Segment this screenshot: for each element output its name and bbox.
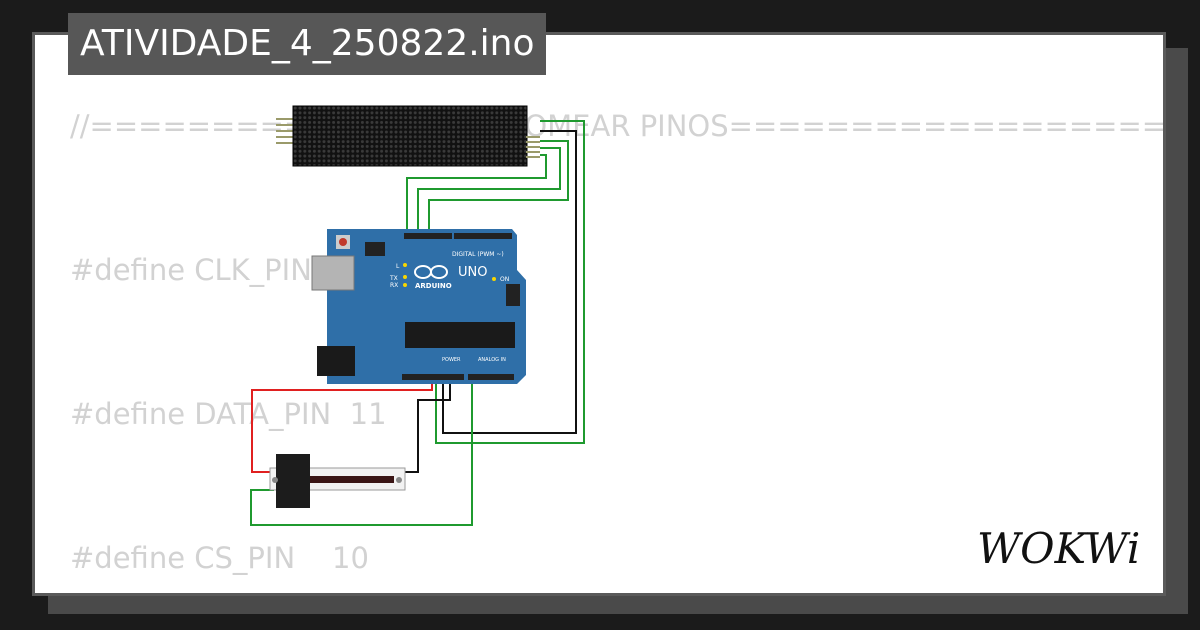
- power-header-label: POWER: [442, 357, 461, 363]
- power-jack: [317, 346, 355, 376]
- led-matrix[interactable]: [276, 105, 540, 167]
- wire-clk: [406, 154, 547, 238]
- matrix-pins-right: [526, 136, 540, 158]
- code-line-cs: #define CS_PIN 10: [70, 541, 369, 575]
- arduino-infinity-icon: [414, 265, 448, 279]
- atmega-chip: [405, 322, 515, 348]
- wire-gnd-matrix: [442, 130, 577, 434]
- rx-label: RX: [390, 282, 398, 289]
- wire-pot-gnd: [400, 382, 451, 473]
- on-label: ON: [500, 276, 509, 283]
- slide-potentiometer[interactable]: [269, 454, 406, 508]
- uno-label: UNO: [458, 265, 487, 280]
- code-line-data: #define DATA_PIN 11: [70, 397, 387, 431]
- icsp-header: [365, 242, 520, 306]
- analog-header: [468, 374, 514, 380]
- preview-card: //=================NOMEAR PINOS=========…: [32, 32, 1166, 596]
- wire-din: [428, 140, 569, 238]
- arduino-brand-label: ARDUINO: [415, 282, 452, 290]
- l-label: L: [396, 263, 400, 270]
- digital-header-label: DIGITAL (PWM ~): [452, 251, 504, 258]
- wokwi-logo: WOKWi: [977, 525, 1140, 573]
- usb-port: [311, 255, 355, 291]
- wires: [250, 120, 585, 526]
- tx-label: TX: [389, 275, 398, 282]
- wire-pot-signal: [250, 382, 473, 526]
- wire-cs: [417, 147, 561, 238]
- digital-header-right: [454, 233, 512, 239]
- reset-button-cap: [339, 238, 347, 246]
- matrix-pins-left: [276, 118, 294, 144]
- wokwi-logo-text: WOKWi: [977, 525, 1140, 573]
- slider-knob[interactable]: [276, 454, 310, 508]
- digital-header-left: [404, 233, 452, 239]
- power-header: [402, 374, 464, 380]
- wire-vcc-matrix: [435, 120, 585, 444]
- matrix-display: [292, 105, 528, 167]
- arduino-uno[interactable]: DIGITAL (PWM ~) L TX RX ON UNO ARDUINO P…: [311, 229, 526, 384]
- project-filename: ATIVIDADE_4_250822.ino: [68, 13, 547, 75]
- analog-header-label: ANALOG IN: [478, 357, 506, 363]
- wire-pot-vcc: [251, 382, 433, 473]
